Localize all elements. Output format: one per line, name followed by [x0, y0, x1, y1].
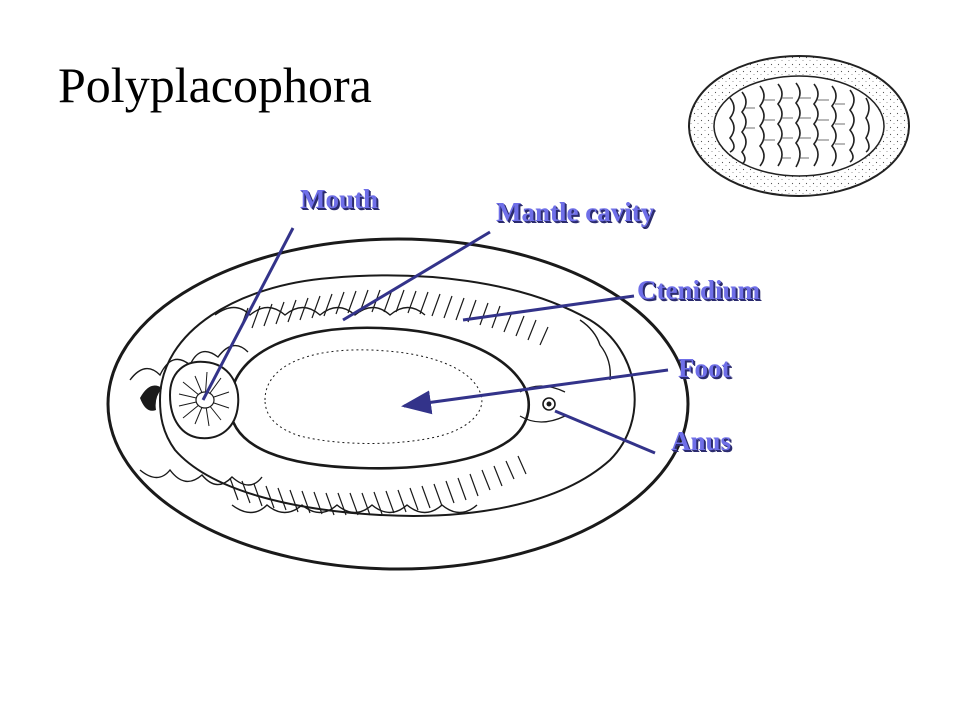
label-anus: Anus — [671, 426, 732, 456]
label-mouth: Mouth — [300, 184, 379, 214]
chiton-dorsal-thumbnail — [688, 55, 910, 197]
label-mantle-cavity: Mantle cavity — [496, 197, 655, 227]
label-ctenidium: Ctenidium — [637, 275, 761, 305]
chiton-ventral-drawing — [106, 237, 690, 571]
slide-title: Polyplacophora — [58, 57, 372, 113]
label-foot: Foot — [678, 353, 731, 383]
anus-leader-line — [554, 409, 656, 455]
mouth-leader-line — [201, 227, 295, 401]
leader-lines — [201, 227, 669, 455]
mantle-cavity-leader-line — [342, 230, 491, 322]
foot-arrow — [401, 368, 669, 415]
ctenidium-leader-line — [462, 294, 635, 322]
